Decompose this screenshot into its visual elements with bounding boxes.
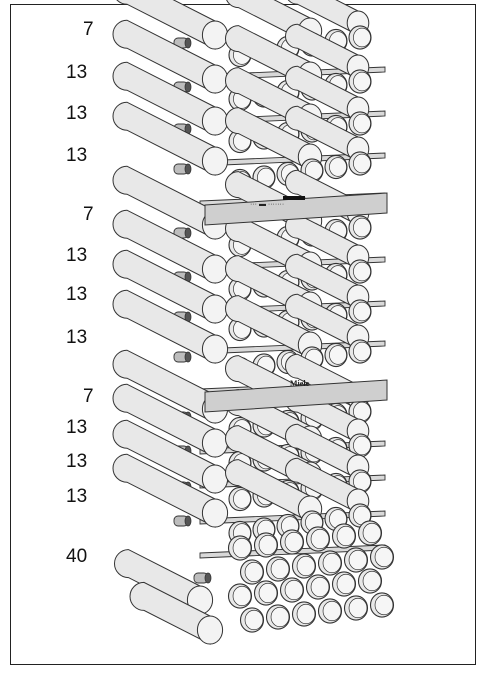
- bottle-end: [349, 152, 371, 175]
- bottle-end: [349, 300, 371, 323]
- bottle-end: [359, 521, 382, 545]
- bottle-end: [345, 548, 368, 572]
- bottle-end: [349, 260, 371, 283]
- bottle-end: [333, 572, 356, 596]
- bottle-end: [349, 70, 371, 93]
- bottle-end: [333, 524, 356, 548]
- bottle-end: [359, 569, 382, 593]
- bottle-end: [255, 581, 278, 605]
- bottle-end: [281, 530, 304, 554]
- bottle-end: [325, 155, 347, 178]
- bottle-end: [229, 487, 251, 510]
- bottle-end: [325, 343, 347, 366]
- bottle-end: [345, 596, 368, 620]
- bottle-end: [267, 605, 290, 629]
- bottle-neck: [194, 573, 211, 583]
- bottle-end: [349, 216, 371, 239]
- bottle-end: [293, 554, 316, 578]
- bottle-end: [255, 533, 278, 557]
- bottle-end: [307, 575, 330, 599]
- bottle-end: [281, 578, 304, 602]
- bottle-neck: [174, 164, 191, 174]
- control-display-text: ··· ▬ ·······: [250, 201, 284, 208]
- display-screen: [283, 196, 305, 200]
- bottle-end: [349, 340, 371, 363]
- bottle-end: [319, 551, 342, 575]
- bottle-stack-bottom: [115, 521, 394, 644]
- bottle-end: [349, 112, 371, 135]
- bottle-end: [349, 26, 371, 49]
- bottle-neck: [174, 516, 191, 526]
- bottle-end: [307, 527, 330, 551]
- bottle-end: [267, 557, 290, 581]
- bottle-end: [241, 608, 264, 632]
- bottle-end: [371, 593, 394, 617]
- bottle-end: [229, 584, 252, 608]
- bottle-end: [241, 560, 264, 584]
- bottle-end: [371, 545, 394, 569]
- bottle-end: [229, 536, 252, 560]
- bottle-end: [293, 602, 316, 626]
- brand-logo-text: Miele: [290, 379, 310, 388]
- bottle-end: [319, 599, 342, 623]
- bottle-neck: [174, 352, 191, 362]
